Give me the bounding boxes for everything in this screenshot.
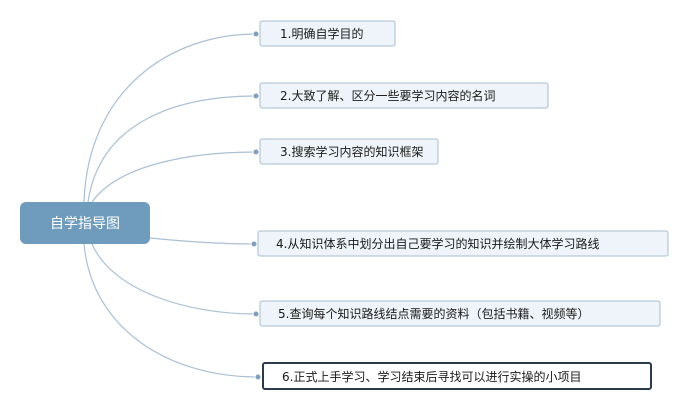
branch-line-5	[91, 243, 257, 315]
topic-node-4-label: 4.从知识体系中划分出自己要学习的知识并绘制大体学习路线	[276, 236, 599, 251]
topic-node-2[interactable]: 2.大致了解、区分一些要学习内容的名词	[259, 82, 549, 109]
topic-node-1-box	[259, 20, 396, 47]
topic-node-5-label: 5.查询每个知识路线结点需要的资料（包括书籍、视频等）	[278, 306, 589, 321]
connector-dot-4	[250, 240, 258, 248]
topic-node-4[interactable]: 4.从知识体系中划分出自己要学习的知识并绘制大体学习路线	[257, 230, 669, 257]
branch-lines	[83, 33, 259, 378]
connector-dot-6	[254, 373, 262, 381]
topic-node-6-box	[262, 362, 652, 390]
branch-endpoints	[250, 30, 262, 381]
topic-node-1-label: 1.明确自学目的	[280, 26, 363, 41]
connector-dot-3	[252, 148, 260, 156]
topic-node-3[interactable]: 3.搜索学习内容的知识框架	[259, 138, 439, 165]
root-node[interactable]: 自学指导图	[20, 202, 150, 244]
topic-node-2-box	[259, 82, 549, 109]
topic-node-6-label: 6.正式上手学习、学习结束后寻找可以进行实操的小项目	[282, 369, 581, 384]
root-node-label: 自学指导图	[50, 216, 120, 232]
topic-node-4-box	[257, 230, 669, 257]
branch-line-1	[83, 33, 257, 203]
branch-line-6	[83, 243, 259, 378]
topic-node-3-box	[259, 138, 439, 165]
branch-line-2	[87, 95, 257, 203]
connector-dot-2	[252, 92, 260, 100]
topic-node-3-label: 3.搜索学习内容的知识框架	[280, 144, 423, 159]
root-node-box	[20, 202, 150, 244]
topic-node-1[interactable]: 1.明确自学目的	[259, 20, 396, 47]
topic-node-6[interactable]: 6.正式上手学习、学习结束后寻找可以进行实操的小项目	[262, 362, 652, 390]
connector-dot-1	[252, 30, 260, 38]
connector-dot-5	[252, 310, 260, 318]
topic-node-2-label: 2.大致了解、区分一些要学习内容的名词	[280, 88, 495, 103]
topic-node-5[interactable]: 5.查询每个知识路线结点需要的资料（包括书籍、视频等）	[259, 300, 661, 327]
branch-line-3	[91, 151, 257, 203]
branch-line-4	[149, 237, 255, 245]
topic-node-5-box	[259, 300, 661, 327]
